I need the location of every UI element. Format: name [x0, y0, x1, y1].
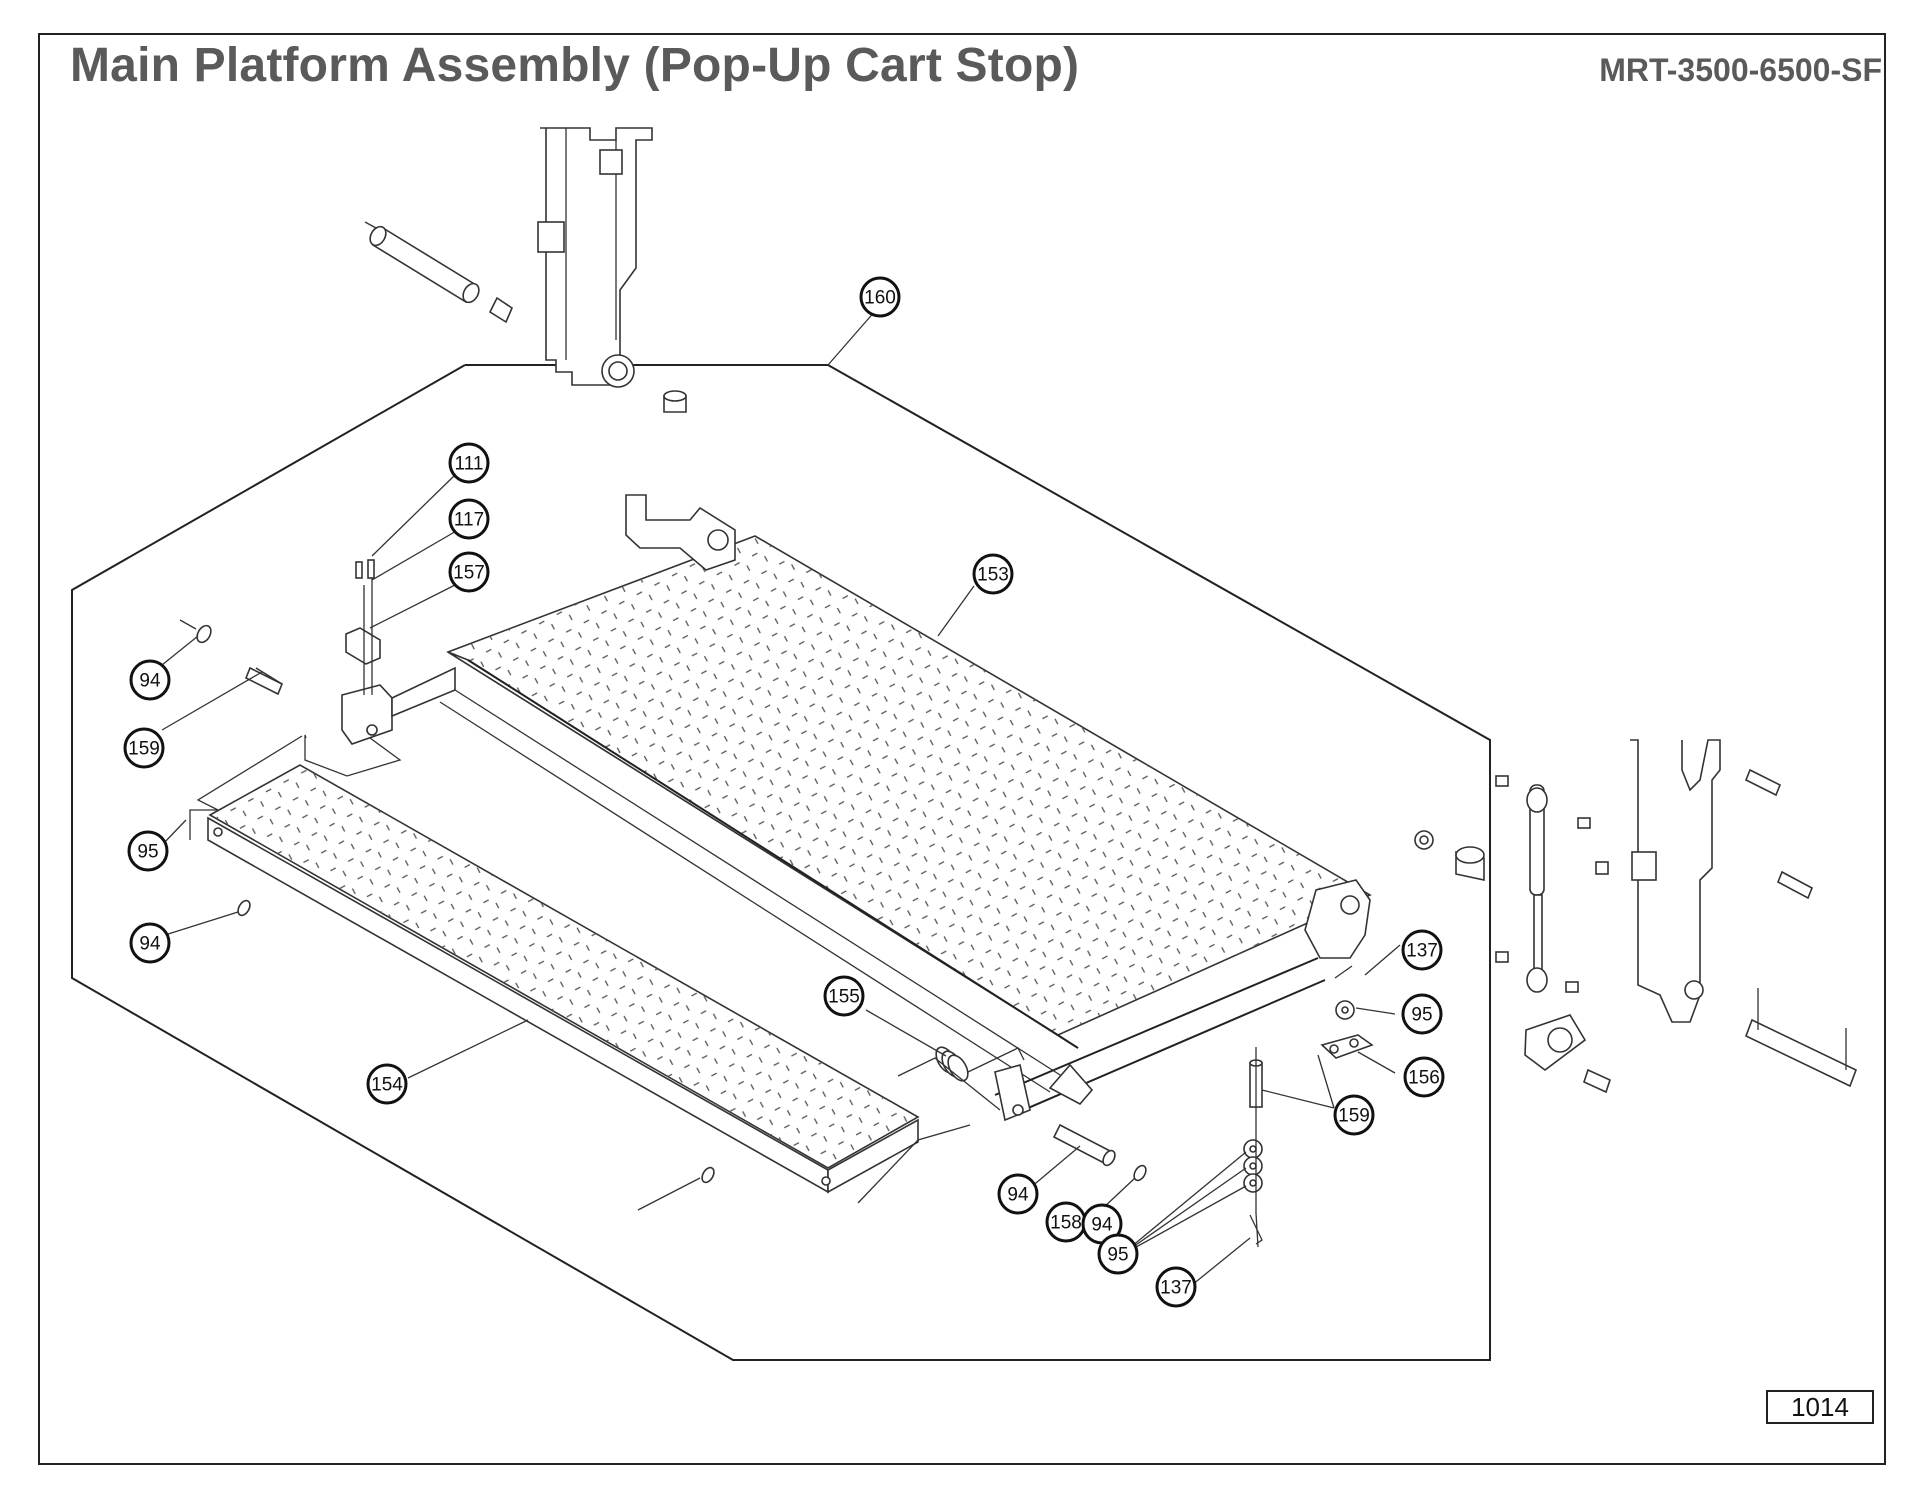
step-plate-154	[189, 735, 971, 1204]
callout-label: 94	[1007, 1185, 1029, 1206]
model-number: MRT-3500-6500-SF	[1599, 52, 1882, 88]
callout-label: 94	[139, 934, 161, 955]
callout-label: 94	[139, 671, 161, 692]
callout-balloon	[123, 727, 165, 769]
callout-137: 137	[1155, 1266, 1197, 1308]
callout-94: 94	[129, 922, 171, 964]
right-arm-assembly	[1414, 739, 1858, 1094]
callout-137: 137	[1401, 929, 1443, 971]
callout-label: 158	[1050, 1213, 1082, 1234]
callout-111: 111	[448, 442, 490, 484]
cart-stop-mount-plate	[304, 559, 456, 777]
callout-153: 153	[972, 553, 1014, 595]
callout-156: 156	[1403, 1056, 1445, 1098]
callout-balloon	[1097, 1233, 1139, 1275]
callout-balloon	[823, 975, 865, 1017]
callout-label: 159	[1338, 1106, 1370, 1127]
pin-158	[1052, 1123, 1147, 1182]
callout-154: 154	[366, 1063, 408, 1105]
pin-159-left	[179, 619, 284, 696]
left-arm-bracket	[537, 127, 653, 386]
callout-94: 94	[129, 659, 171, 701]
callout-label: 111	[455, 454, 484, 475]
callout-label: 117	[454, 510, 484, 531]
pin-159-right	[1243, 965, 1374, 1248]
callout-label: 156	[1408, 1068, 1440, 1089]
callout-balloon	[448, 498, 490, 540]
callout-label: 95	[1411, 1005, 1432, 1026]
callout-balloon	[1401, 929, 1443, 971]
callout-157: 157	[448, 551, 490, 593]
callout-label: 95	[1107, 1245, 1128, 1266]
callout-159: 159	[123, 727, 165, 769]
callout-balloon	[448, 551, 490, 593]
callout-balloon	[366, 1063, 408, 1105]
callout-117: 117	[448, 498, 490, 540]
callout-label: 155	[828, 987, 860, 1008]
callout-label: 153	[977, 565, 1009, 586]
page-number: 1014	[1766, 1390, 1874, 1424]
callout-balloon	[127, 830, 169, 872]
callout-158: 158	[1045, 1201, 1087, 1243]
callout-159: 159	[1333, 1094, 1375, 1136]
main-platform-153	[439, 494, 1372, 1093]
callout-95: 95	[127, 830, 169, 872]
callout-balloon	[972, 553, 1014, 595]
callout-balloon	[859, 276, 901, 318]
leader-lines	[161, 309, 1401, 1286]
callout-balloon	[1155, 1266, 1197, 1308]
assembly-boundary	[71, 364, 1491, 1361]
callout-label: 137	[1160, 1278, 1192, 1299]
callout-group: 160 111 117 157 153 94 159 95 94 154 155 137 95 156 15…	[123, 276, 1445, 1308]
pivot-pin-top	[364, 221, 687, 413]
callout-160: 160	[859, 276, 901, 318]
page-title: Main Platform Assembly (Pop-Up Cart Stop…	[70, 39, 1080, 92]
callout-label: 157	[453, 563, 485, 584]
callout-label: 137	[1406, 941, 1438, 962]
callout-balloon	[129, 922, 171, 964]
callout-balloon	[1403, 1056, 1445, 1098]
callout-94: 94	[997, 1173, 1039, 1215]
torsion-spring-155	[897, 1046, 1025, 1111]
callout-balloon	[448, 442, 490, 484]
callout-95: 95	[1097, 1233, 1139, 1275]
callout-balloon	[997, 1173, 1039, 1215]
rear-frame	[994, 957, 1326, 1122]
callout-label: 159	[128, 739, 160, 760]
callout-95: 95	[1401, 993, 1443, 1035]
callout-balloon	[1401, 993, 1443, 1035]
callout-94: 94	[1081, 1203, 1123, 1245]
callout-label: 94	[1091, 1215, 1113, 1236]
callout-label: 95	[137, 842, 158, 863]
callout-balloon	[129, 659, 171, 701]
drawing-frame	[38, 33, 1886, 1465]
callout-label: 154	[371, 1075, 403, 1096]
callout-155: 155	[823, 975, 865, 1017]
callout-balloon	[1333, 1094, 1375, 1136]
callout-label: 160	[864, 288, 896, 309]
